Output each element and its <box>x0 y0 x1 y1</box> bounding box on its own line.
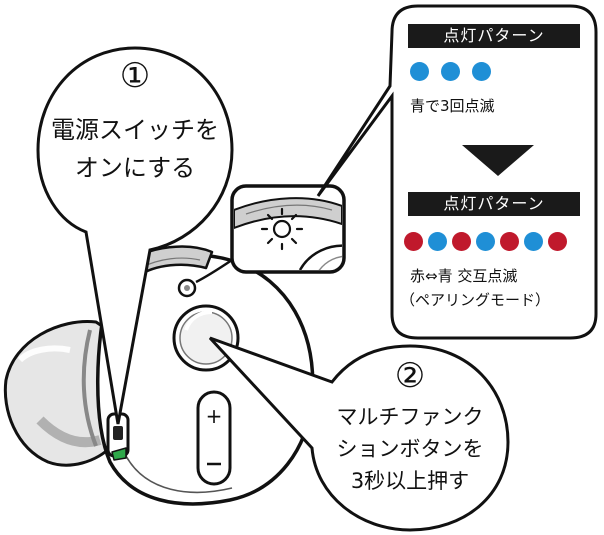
pattern2-title: 点灯パターン <box>408 192 580 216</box>
pattern1-description: 青で3回点滅 <box>410 97 495 115</box>
down-arrow-icon <box>462 145 534 176</box>
step1-callout <box>36 46 234 425</box>
earbud-shell <box>96 252 315 506</box>
pattern-panel <box>316 4 598 340</box>
pattern2-dot-red <box>548 232 567 251</box>
pattern2-dot-blue <box>524 232 543 251</box>
pattern2-description-line2: （ペアリングモード） <box>400 291 551 309</box>
pattern2-dot-red <box>500 232 519 251</box>
step1-number: ① <box>119 56 151 96</box>
step2-text-line1: マルチファンク <box>336 405 484 429</box>
led-blink-icon <box>260 207 304 251</box>
step2-text-line3: 3秒以上押す <box>350 469 470 493</box>
step2-text-line2: ションボタンを <box>336 437 484 461</box>
earbud: + <box>3 245 315 506</box>
volume-plus-icon: + <box>206 404 223 428</box>
step1-text-line2: オンにする <box>74 154 196 182</box>
zoom-inset <box>230 184 346 274</box>
led-indicator <box>111 447 127 461</box>
step2-callout <box>208 336 510 532</box>
pattern2-dot-blue <box>428 232 447 251</box>
pattern2-dot-red <box>452 232 471 251</box>
pattern1-dot-blue <box>410 62 429 81</box>
pattern2-description-line1: 赤⇔青 交互点滅 <box>410 267 518 285</box>
pattern2-dot-blue <box>476 232 495 251</box>
pattern1-dot-blue <box>441 62 460 81</box>
step1-text-line1: 電源スイッチを <box>51 116 219 144</box>
pattern1-dot-blue <box>472 62 491 81</box>
pattern2-dot-red <box>404 232 423 251</box>
volume-rocker[interactable] <box>196 390 232 486</box>
pattern1-title: 点灯パターン <box>408 24 580 48</box>
step2-number: ② <box>394 356 426 396</box>
